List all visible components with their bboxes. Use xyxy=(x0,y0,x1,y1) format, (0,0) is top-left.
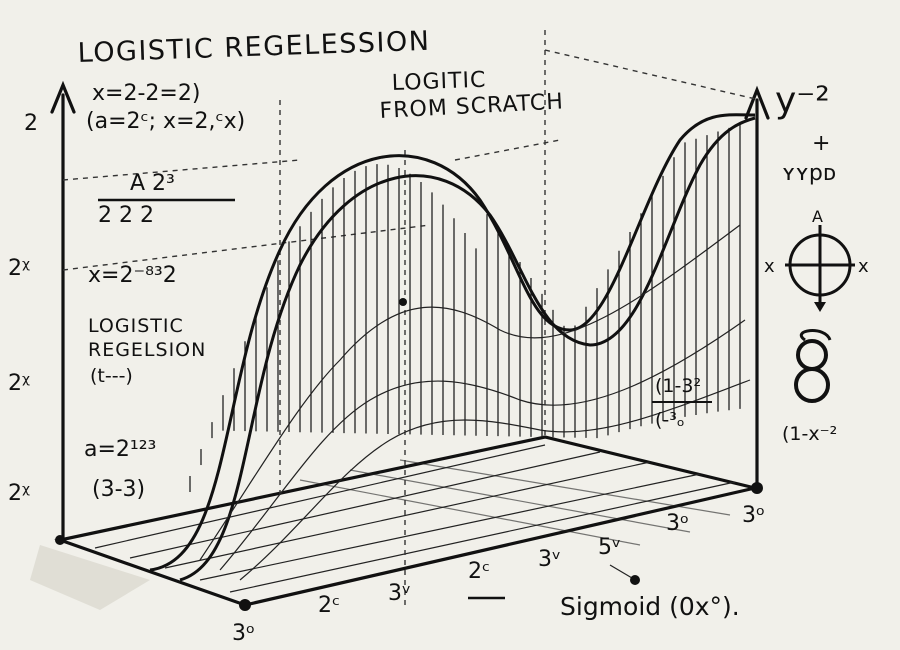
y-tick-3: 2ᵡ xyxy=(8,371,30,396)
left-eq3: x=2⁻⁸³2 xyxy=(88,263,177,288)
left-frac-bottom: 2 2 2 xyxy=(98,203,154,228)
right-axis-label: y⁻² xyxy=(775,80,830,121)
x-tick-5: 3ᵛ xyxy=(538,547,561,572)
left-label-line2: REGELSION xyxy=(88,339,206,361)
y-tick-2: 2ᵡ xyxy=(8,256,30,281)
axes xyxy=(50,80,770,611)
y-tick-1: 2 xyxy=(24,111,38,136)
surface-outlines xyxy=(149,113,756,582)
x-tick-7: 3ᵒ xyxy=(666,511,689,536)
subtitle-line1: LOGITIC xyxy=(391,68,486,96)
crosshair-icon xyxy=(785,225,855,312)
right-frac-bottom: (-³ₒ xyxy=(655,409,685,431)
floor-plane xyxy=(54,435,756,607)
caption-pointer xyxy=(468,564,640,600)
y-tick-4: 2ᵡ xyxy=(8,481,30,506)
compass-top-label: A xyxy=(812,207,823,226)
guide-lines xyxy=(62,30,761,610)
sigmoid-surface xyxy=(189,124,741,492)
left-label-line1: LOGISTIC xyxy=(88,315,184,337)
compass-right-label: x xyxy=(858,256,869,277)
x-tick-6: 5ᵛ xyxy=(598,535,621,560)
page-title: LOGISTIC REGELESSION xyxy=(77,26,431,69)
left-frac-top: A 2³ xyxy=(130,171,175,196)
left-eq1: x=2-2=2) xyxy=(92,81,200,106)
left-eq5: (3-3) xyxy=(92,477,145,502)
x-tick-8: 3ᵒ xyxy=(742,503,765,528)
x-tick-4: 2ᶜ xyxy=(468,559,490,584)
right-plus: + xyxy=(812,131,830,156)
right-hypo: ʏʏpᴅ xyxy=(782,161,836,186)
compass-left-label: x xyxy=(764,256,775,277)
left-eq4: a=2¹²³ xyxy=(84,437,156,462)
sigmoid-caption: Sigmoid (0x°). xyxy=(560,592,740,621)
x-tick-3: 3ᵛ xyxy=(388,581,411,606)
x-tick-2: 2ᶜ xyxy=(318,593,340,618)
x-tick-1: 3ᵒ xyxy=(232,621,255,646)
right-eq: (1-x⁻² xyxy=(782,423,837,445)
left-eq2: (a=2ᶜ; x=2,ᶜx) xyxy=(86,109,245,134)
right-frac-top: (1-3² xyxy=(655,375,701,397)
floor-shadow xyxy=(30,545,150,610)
figure-eight-icon xyxy=(794,329,832,403)
left-label-line3: (t---) xyxy=(90,365,133,387)
